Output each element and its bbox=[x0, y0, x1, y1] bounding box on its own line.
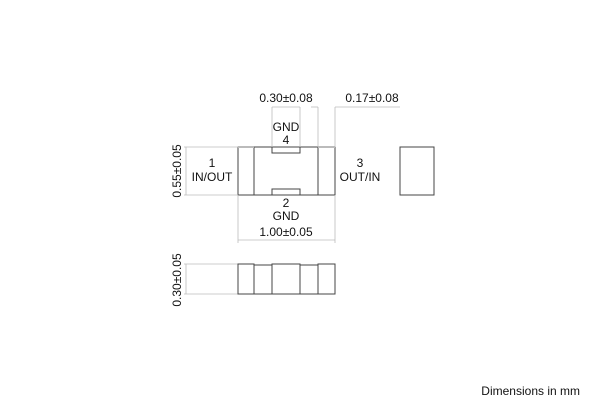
bottom-view bbox=[237, 263, 336, 295]
dimension-lines bbox=[184, 106, 400, 295]
dim-thickness: 0.30±0.05 bbox=[170, 253, 184, 307]
dim-gnd-pad-width: 0.30±0.08 bbox=[259, 91, 313, 105]
gnd-pad-2 bbox=[271, 188, 301, 196]
dim-height: 0.55±0.05 bbox=[170, 144, 184, 198]
pin3-label: OUT/IN bbox=[340, 170, 381, 184]
pin2-label: GND bbox=[273, 209, 300, 223]
pin4-label: GND bbox=[273, 120, 300, 134]
units-note: Dimensions in mm bbox=[481, 384, 580, 398]
pin1-number: 1 bbox=[209, 156, 216, 170]
component-body bbox=[237, 146, 336, 196]
dim-gap-width: 0.17±0.08 bbox=[345, 91, 399, 105]
pin4-number: 4 bbox=[283, 133, 290, 147]
dim-length: 1.00±0.05 bbox=[259, 225, 313, 239]
side-view-component bbox=[399, 146, 435, 196]
gnd-pad-4 bbox=[271, 146, 301, 154]
terminal-top-highlight bbox=[238, 146, 254, 148]
pin2-number: 2 bbox=[283, 196, 290, 210]
pin1-label: IN/OUT bbox=[192, 170, 233, 184]
top-view bbox=[237, 146, 336, 196]
pin3-number: 3 bbox=[357, 156, 364, 170]
terminal-top-highlight bbox=[318, 146, 335, 148]
